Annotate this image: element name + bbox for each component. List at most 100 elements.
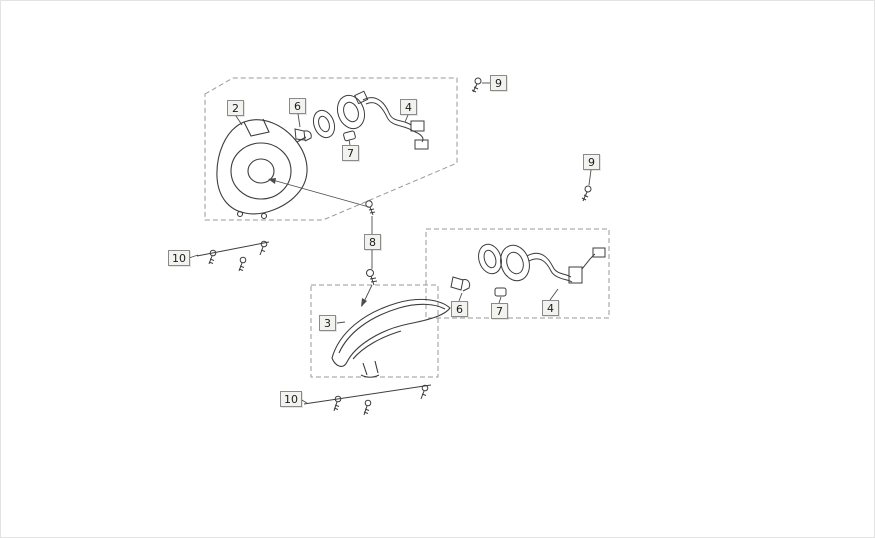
bulb-glass: [303, 130, 312, 142]
leader-lines: [188, 82, 592, 404]
housing-bottom-tab-left: [236, 210, 244, 218]
screw-set-bottom-drawing: [303, 384, 432, 416]
harness-connector-small: [592, 247, 606, 258]
harness-wire-3: [581, 253, 596, 270]
harness-wire-1: [526, 252, 572, 278]
callout-3-headlight-lens[interactable]: 3: [319, 315, 336, 331]
screw-set-left-drawing: [196, 240, 270, 272]
lens-boundary: [310, 284, 439, 378]
adjuster-bolt-upper-drawing: [365, 200, 376, 216]
callout-9-screw-top[interactable]: 9: [490, 75, 507, 91]
bolt-head: [365, 200, 373, 208]
reflector-ring-inner: [247, 158, 275, 184]
harness-connector-top: [354, 90, 369, 105]
socket-assembly-lower-drawing: [450, 243, 606, 297]
mounting-line: [196, 241, 270, 257]
socket-harness-boundary: [425, 228, 610, 319]
callout-6-bulb-upper[interactable]: 6: [289, 98, 306, 114]
screw-head: [209, 249, 217, 257]
callout-2-headlight-housing[interactable]: 2: [227, 100, 244, 116]
wiring-harness-upper-drawing: [354, 90, 429, 150]
bulb-socket-rings-drawing: [312, 94, 366, 139]
bolt-shaft: [369, 275, 378, 286]
retaining-ring-inner: [506, 251, 524, 275]
screw-shaft: [333, 401, 340, 412]
screw-shaft: [259, 246, 266, 256]
screw-shaft: [471, 83, 479, 93]
screw-head: [421, 384, 429, 392]
lens-outline: [331, 298, 451, 367]
bulb-plug-upper-drawing: [343, 130, 356, 142]
harness-wire-3: [412, 130, 424, 143]
screw-head: [334, 395, 342, 403]
callout-8-adjuster-bolt[interactable]: 8: [364, 234, 381, 250]
retaining-ring-inner: [343, 101, 359, 123]
callout-6-bulb-lower[interactable]: 6: [451, 301, 468, 317]
housing-top-bracket: [243, 118, 270, 137]
screw-9-top-drawing: [471, 77, 482, 93]
leader-callout-7-lower: [498, 296, 502, 304]
harness-wire-2: [365, 102, 414, 132]
leader-callout-9-right: [588, 169, 592, 186]
callout-10-screw-set-left[interactable]: 10: [168, 250, 190, 266]
reflector-ring-outer: [230, 142, 292, 200]
headlight-housing-drawing: [216, 118, 308, 220]
arrowhead-lens: [361, 298, 367, 307]
plug-body: [494, 287, 507, 297]
screw-shaft: [420, 390, 427, 400]
leader-callout-2: [235, 115, 243, 126]
screw-shaft: [581, 191, 589, 202]
mounting-line: [303, 384, 432, 405]
harness-wire-1: [362, 97, 412, 126]
harness-wire-2: [528, 258, 573, 283]
bulb-glass: [461, 279, 471, 292]
screw-head: [584, 185, 592, 193]
lens-inner-edge: [338, 303, 446, 354]
headlight-lens-drawing: [331, 298, 451, 378]
leader-callout-10-left: [188, 254, 199, 259]
callout-7-plug-lower[interactable]: 7: [491, 303, 508, 319]
headlight-assembly-boundary: [204, 77, 458, 221]
harness-connector-mid: [410, 120, 425, 132]
screw-head: [239, 256, 247, 264]
bulb-base: [294, 128, 306, 141]
screw-shaft: [238, 262, 245, 272]
leader-callout-6-lower: [458, 292, 463, 302]
retaining-ring-outer: [500, 244, 530, 282]
lens-bracket-base: [360, 374, 380, 378]
callout-4-harness-upper[interactable]: 4: [400, 99, 417, 115]
harness-connector-large: [568, 266, 583, 284]
screw-head: [260, 240, 268, 248]
leader-callout-4-upper: [404, 114, 409, 123]
callout-4-harness-lower[interactable]: 4: [542, 300, 559, 316]
callout-9-screw-right[interactable]: 9: [583, 154, 600, 170]
bolt-head: [366, 269, 374, 277]
socket-collar-inner: [483, 249, 497, 269]
screw-head: [364, 399, 372, 407]
socket-collar-outer: [312, 109, 336, 139]
leader-callout-4-lower: [549, 288, 559, 301]
harness-connector-bottom: [414, 139, 429, 150]
leader-callout-7-upper: [348, 139, 351, 146]
housing-outline: [216, 119, 308, 215]
callout-10-screw-set-bottom[interactable]: 10: [280, 391, 302, 407]
socket-collar-inner: [318, 115, 330, 133]
screw-shaft: [208, 255, 215, 265]
lens-bracket-legs: [362, 360, 379, 376]
screw-head: [474, 77, 482, 85]
bulb-base: [450, 276, 464, 291]
retaining-ring-outer: [336, 94, 366, 130]
plug-body: [343, 130, 356, 142]
arrowhead-housing: [268, 178, 276, 184]
screw-9-right-drawing: [581, 185, 592, 202]
lens-surface-line: [352, 330, 402, 360]
leader-callout-6-upper: [297, 113, 301, 128]
bolt-shaft: [368, 206, 376, 216]
socket-collar-outer: [478, 243, 502, 275]
callout-7-plug-upper[interactable]: 7: [342, 145, 359, 161]
housing-bottom-tab-right: [260, 212, 268, 220]
leader-callout-3: [336, 321, 346, 324]
screw-shaft: [363, 405, 370, 416]
